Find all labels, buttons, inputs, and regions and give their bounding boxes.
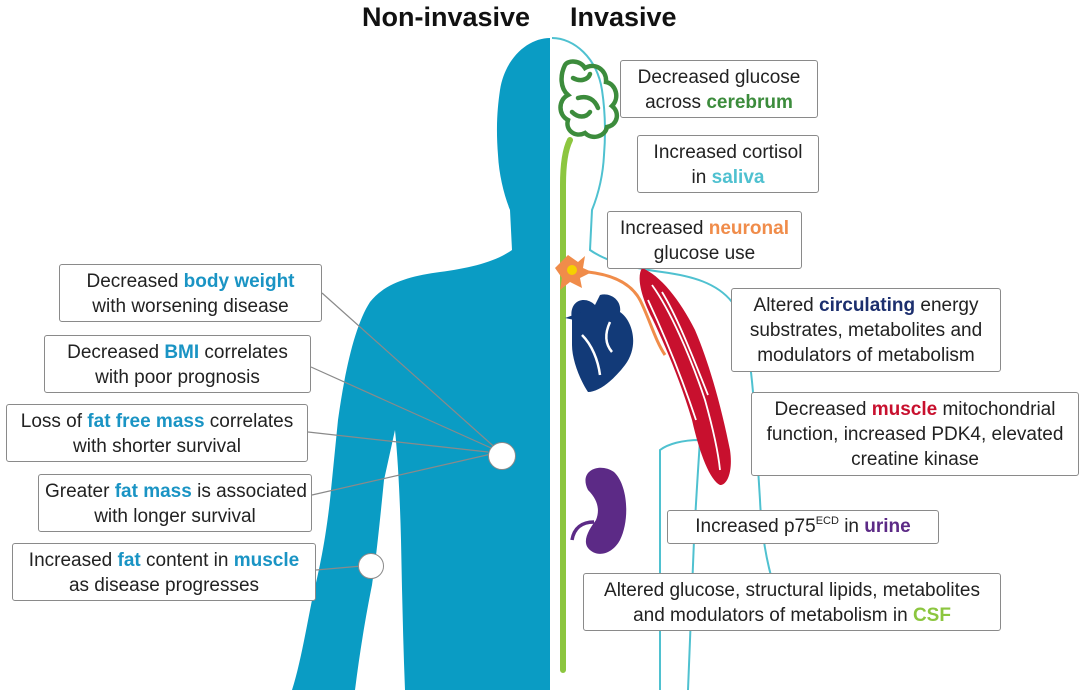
finding-text: substrates, metabolites and: [749, 320, 983, 341]
brain-icon: [558, 59, 620, 140]
finding-highlight: fat free mass: [87, 411, 205, 432]
finding-fat-in-muscle: Increased fat content in muscle as disea…: [12, 543, 316, 601]
finding-text: Decreased: [86, 271, 184, 292]
finding-highlight: fat mass: [114, 481, 192, 502]
finding-highlight: BMI: [164, 342, 200, 363]
finding-text: Increased p75: [695, 516, 816, 537]
finding-text: is associated: [191, 481, 307, 502]
finding-urine: Increased p75ECD in urine: [667, 510, 939, 544]
finding-text: Greater: [45, 481, 115, 502]
finding-highlight: muscle: [871, 399, 938, 420]
finding-text: Decreased: [774, 399, 872, 420]
finding-highlight: saliva: [711, 167, 765, 188]
finding-text: Loss of: [20, 411, 88, 432]
finding-text: correlates: [204, 411, 294, 432]
finding-neuronal: Increased neuronal glucose use: [607, 211, 802, 269]
finding-highlight: CSF: [912, 605, 951, 626]
finding-text: Altered: [753, 295, 820, 316]
finding-highlight: urine: [864, 516, 911, 537]
finding-highlight: circulating: [819, 295, 916, 316]
finding-text: across: [645, 92, 707, 113]
measurement-site-marker: [358, 553, 384, 579]
kidney-icon: [570, 467, 627, 554]
finding-highlight: neuronal: [708, 218, 789, 239]
finding-text: energy: [915, 295, 979, 316]
finding-text: as disease progresses: [68, 575, 260, 596]
finding-cerebrum: Decreased glucose across cerebrum: [620, 60, 818, 118]
finding-fat-free-mass: Loss of fat free mass correlates with sh…: [6, 404, 308, 462]
heading-non-invasive: Non-invasive: [362, 2, 531, 32]
finding-csf: Altered glucose, structural lipids, meta…: [583, 573, 1001, 631]
finding-circulating: Altered circulating energy substrates, m…: [731, 288, 1001, 372]
heading-invasive: Invasive: [570, 2, 677, 32]
body-silhouette-left: [292, 38, 550, 690]
finding-text: Altered glucose, structural lipids, meta…: [604, 580, 980, 601]
finding-text: and modulators of metabolism in: [633, 605, 913, 626]
finding-text: mitochondrial: [937, 399, 1056, 420]
finding-text: content in: [140, 550, 234, 571]
finding-muscle: Decreased muscle mitochondrial function,…: [751, 392, 1079, 476]
finding-text: with shorter survival: [73, 436, 241, 457]
finding-text: glucose use: [653, 243, 756, 264]
finding-text: Decreased glucose: [637, 67, 801, 88]
finding-text: with poor prognosis: [95, 367, 260, 388]
finding-highlight: cerebrum: [706, 92, 793, 113]
finding-text: function, increased PDK4, elevated: [766, 424, 1064, 445]
measurement-site-marker: [488, 442, 516, 470]
neuron-icon: [555, 255, 667, 356]
finding-highlight: fat: [117, 550, 141, 571]
finding-body-weight: Decreased body weight with worsening dis…: [59, 264, 322, 322]
finding-text: in: [691, 167, 712, 188]
connector-lines-left: [307, 292, 501, 571]
heart-icon: [565, 294, 634, 392]
finding-superscript: ECD: [815, 515, 839, 527]
finding-text: with longer survival: [94, 506, 256, 527]
finding-fat-mass: Greater fat mass is associated with long…: [38, 474, 312, 532]
finding-highlight: body weight: [183, 271, 295, 292]
finding-text: creatine kinase: [851, 449, 979, 470]
finding-text: Increased: [620, 218, 709, 239]
finding-saliva: Increased cortisol in saliva: [637, 135, 819, 193]
finding-highlight: muscle: [233, 550, 300, 571]
finding-text: Increased cortisol: [653, 142, 803, 163]
finding-text: with worsening disease: [92, 296, 289, 317]
finding-text: Decreased: [67, 342, 165, 363]
spinal-cord-icon: [560, 137, 573, 673]
finding-text: Increased: [28, 550, 118, 571]
finding-text: modulators of metabolism: [757, 345, 975, 366]
finding-text: in: [838, 516, 865, 537]
muscle-icon: [639, 268, 731, 485]
finding-text: correlates: [199, 342, 288, 363]
body-outline-right-inner: [659, 438, 702, 691]
finding-bmi: Decreased BMI correlates with poor progn…: [44, 335, 311, 393]
